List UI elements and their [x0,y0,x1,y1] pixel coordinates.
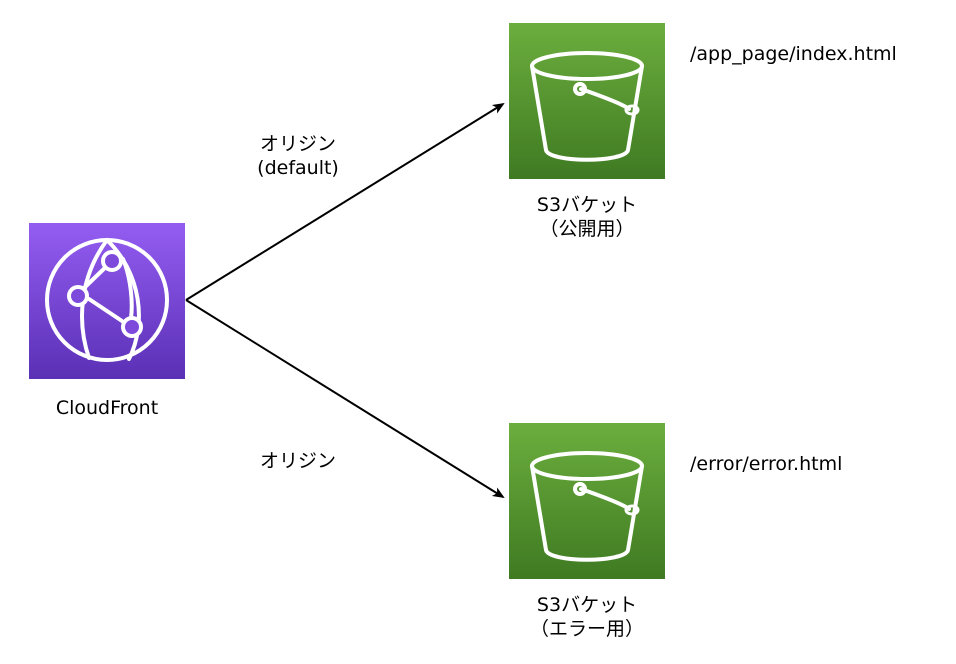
edge-label-default-line2: (default) [257,157,339,179]
s3-bucket-error-label: S3バケット （エラー用） [489,593,685,641]
s3-bucket-public-label-line2: （公開用） [539,218,635,240]
s3-bucket-icon [509,23,665,179]
s3-bucket-error-label-line2: （エラー用） [529,618,644,640]
arrow-to-error-bucket [185,299,505,499]
s3-bucket-error-node[interactable] [509,423,665,579]
s3-bucket-error-path: /error/error.html [690,453,843,475]
arrow-to-public-bucket [185,102,505,301]
s3-bucket-error-label-line1: S3バケット [536,594,638,616]
s3-bucket-icon [509,423,665,579]
cloudfront-label: CloudFront [55,397,159,419]
cloudfront-node[interactable] [29,223,185,379]
s3-bucket-public-node[interactable] [509,23,665,179]
s3-bucket-public-path: /app_page/index.html [690,43,897,65]
edge-label-default-line1: オリジン [259,133,336,155]
edge-label-error-line1: オリジン [259,450,336,472]
s3-bucket-public-label-line1: S3バケット [536,194,638,216]
edge-label-error: オリジン [238,449,358,473]
s3-bucket-public-label: S3バケット （公開用） [489,193,685,241]
edge-label-default: オリジン (default) [238,132,358,180]
cloudfront-icon [29,223,185,379]
